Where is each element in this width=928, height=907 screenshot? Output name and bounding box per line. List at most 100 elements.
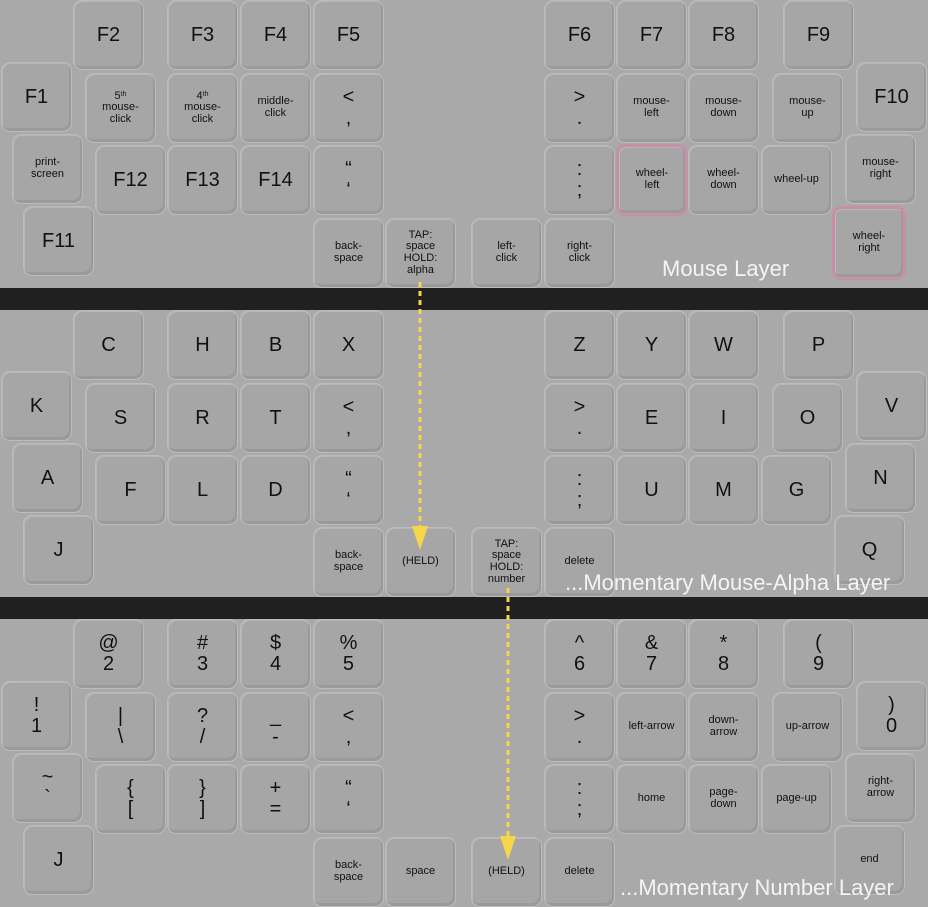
key-question-slash[interactable]: ?/	[167, 692, 238, 762]
key-i[interactable]: I	[688, 383, 759, 453]
key-plus-equals[interactable]: +=	[240, 764, 311, 834]
key-n[interactable]: N	[845, 443, 916, 513]
key-f13[interactable]: F13	[167, 145, 238, 215]
key-up-arrow[interactable]: up-arrow	[772, 692, 843, 762]
key-f12[interactable]: F12	[95, 145, 166, 215]
key-colon-semicolon[interactable]: :;	[544, 145, 615, 215]
key-a[interactable]: A	[12, 443, 83, 513]
key-y[interactable]: Y	[616, 310, 687, 380]
key-less-than-comma[interactable]: <,	[313, 692, 384, 762]
key-less-than-comma[interactable]: <,	[313, 73, 384, 143]
key-v[interactable]: V	[856, 371, 927, 441]
key-backspace[interactable]: back- space	[313, 527, 384, 597]
key-wheel-down[interactable]: wheel- down	[688, 145, 759, 215]
key-wheel-up[interactable]: wheel-up	[761, 145, 832, 215]
key-x[interactable]: X	[313, 310, 384, 380]
key-s[interactable]: S	[85, 383, 156, 453]
key-bang-1[interactable]: !1	[1, 681, 72, 751]
key-f7[interactable]: F7	[616, 0, 687, 70]
key-end[interactable]: end	[834, 825, 905, 895]
key-right-click[interactable]: right- click	[544, 218, 615, 288]
key-print-screen[interactable]: print- screen	[12, 134, 83, 204]
key-amp-7[interactable]: &7	[616, 619, 687, 689]
key-left-click[interactable]: left- click	[471, 218, 542, 288]
key-underscore-minus[interactable]: _-	[240, 692, 311, 762]
key-pipe-backslash[interactable]: |\	[85, 692, 156, 762]
key-f3[interactable]: F3	[167, 0, 238, 70]
key-space[interactable]: space	[385, 837, 456, 907]
key-mouse-right[interactable]: mouse- right	[845, 134, 916, 204]
key-colon-semicolon[interactable]: :;	[544, 764, 615, 834]
key-home[interactable]: home	[616, 764, 687, 834]
key-held[interactable]: (HELD)	[385, 527, 456, 597]
key-c[interactable]: C	[73, 310, 144, 380]
key-j[interactable]: J	[23, 515, 94, 585]
key-colon-semicolon[interactable]: :;	[544, 455, 615, 525]
key-b[interactable]: B	[240, 310, 311, 380]
key-wheel-right[interactable]: wheel- right	[832, 206, 906, 280]
key-u[interactable]: U	[616, 455, 687, 525]
key-d[interactable]: D	[240, 455, 311, 525]
key-t[interactable]: T	[240, 383, 311, 453]
key-backspace[interactable]: back- space	[313, 837, 384, 907]
key-m[interactable]: M	[688, 455, 759, 525]
key-star-8[interactable]: *8	[688, 619, 759, 689]
key-g[interactable]: G	[761, 455, 832, 525]
key-backspace[interactable]: back- space	[313, 218, 384, 288]
key-delete[interactable]: delete	[544, 527, 615, 597]
key-f8[interactable]: F8	[688, 0, 759, 70]
key-f1[interactable]: F1	[1, 62, 72, 132]
key-k[interactable]: K	[1, 371, 72, 441]
key-middle-click[interactable]: middle- click	[240, 73, 311, 143]
key-tilde-backtick[interactable]: ~`	[12, 753, 83, 823]
key-held[interactable]: (HELD)	[471, 837, 542, 907]
key-e[interactable]: E	[616, 383, 687, 453]
key-space-alpha[interactable]: TAP: space HOLD: alpha	[385, 218, 456, 288]
key-mouse-click-4[interactable]: 4th mouse- click	[167, 73, 238, 143]
key-less-than-comma[interactable]: <,	[313, 383, 384, 453]
key-mouse-up[interactable]: mouse- up	[772, 73, 843, 143]
key-w[interactable]: W	[688, 310, 759, 380]
key-quote[interactable]: “‘	[313, 455, 384, 525]
key-f4[interactable]: F4	[240, 0, 311, 70]
key-greater-than-period[interactable]: >.	[544, 73, 615, 143]
key-page-up[interactable]: page-up	[761, 764, 832, 834]
key-caret-6[interactable]: ^6	[544, 619, 615, 689]
key-f[interactable]: F	[95, 455, 166, 525]
key-p[interactable]: P	[783, 310, 854, 380]
key-hash-3[interactable]: #3	[167, 619, 238, 689]
key-left-arrow[interactable]: left-arrow	[616, 692, 687, 762]
key-f5[interactable]: F5	[313, 0, 384, 70]
key-greater-than-period[interactable]: >.	[544, 692, 615, 762]
key-q[interactable]: Q	[834, 515, 905, 585]
key-mouse-down[interactable]: mouse- down	[688, 73, 759, 143]
key-dollar-4[interactable]: $4	[240, 619, 311, 689]
key-space-number[interactable]: TAP: space HOLD: number	[471, 527, 542, 597]
key-j[interactable]: J	[23, 825, 94, 895]
key-f10[interactable]: F10	[856, 62, 927, 132]
key-rparen-0[interactable]: )0	[856, 681, 927, 751]
key-down-arrow[interactable]: down- arrow	[688, 692, 759, 762]
key-quote[interactable]: “‘	[313, 764, 384, 834]
key-right-brace[interactable]: }]	[167, 764, 238, 834]
key-percent-5[interactable]: %5	[313, 619, 384, 689]
key-mouse-click-5[interactable]: 5th mouse- click	[85, 73, 156, 143]
key-page-down[interactable]: page- down	[688, 764, 759, 834]
key-right-arrow[interactable]: right- arrow	[845, 753, 916, 823]
key-f14[interactable]: F14	[240, 145, 311, 215]
key-left-brace[interactable]: {[	[95, 764, 166, 834]
key-f9[interactable]: F9	[783, 0, 854, 70]
key-r[interactable]: R	[167, 383, 238, 453]
key-z[interactable]: Z	[544, 310, 615, 380]
key-mouse-left[interactable]: mouse- left	[616, 73, 687, 143]
key-delete[interactable]: delete	[544, 837, 615, 907]
key-l[interactable]: L	[167, 455, 238, 525]
key-o[interactable]: O	[772, 383, 843, 453]
key-paren-9[interactable]: (9	[783, 619, 854, 689]
key-greater-than-period[interactable]: >.	[544, 383, 615, 453]
key-at-2[interactable]: @2	[73, 619, 144, 689]
key-f6[interactable]: F6	[544, 0, 615, 70]
key-f11[interactable]: F11	[23, 206, 94, 276]
key-h[interactable]: H	[167, 310, 238, 380]
key-wheel-left[interactable]: wheel- left	[616, 144, 688, 216]
